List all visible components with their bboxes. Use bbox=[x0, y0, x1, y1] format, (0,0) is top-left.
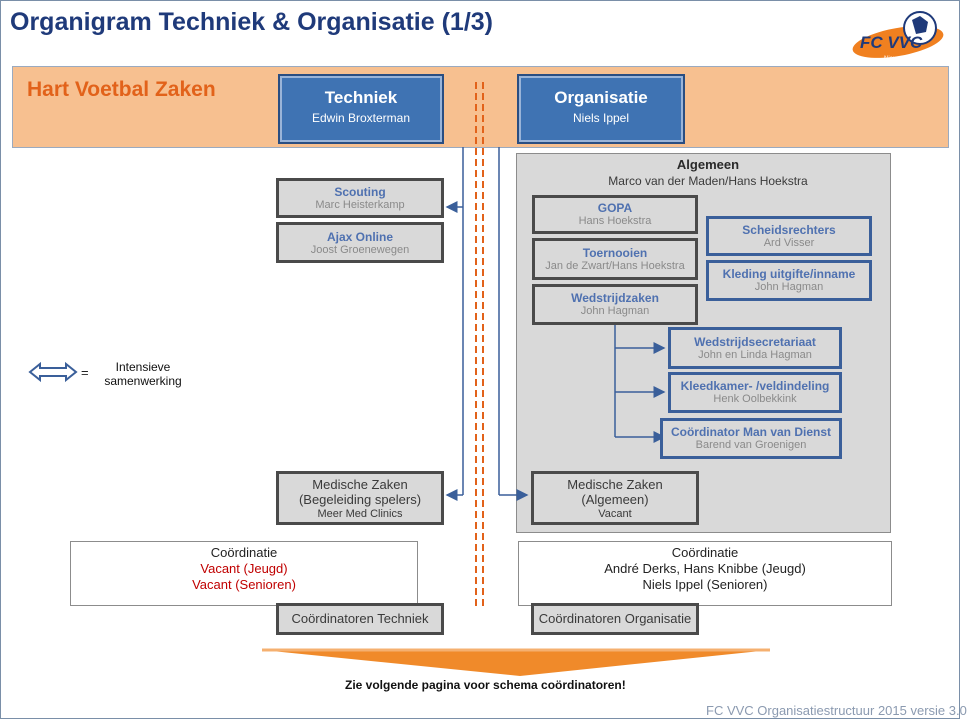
band-label: Hart Voetbal Zaken bbox=[27, 78, 216, 101]
coord-organisatie-label: Coördinatoren Organisatie bbox=[538, 611, 692, 626]
coord-right-line2: Niels Ippel (Senioren) bbox=[642, 577, 768, 592]
gopa-box[interactable]: GOPA Hans Hoekstra bbox=[532, 195, 698, 234]
scouting-box[interactable]: Scouting Marc Heisterkamp bbox=[276, 178, 444, 218]
legend-equals: = bbox=[81, 365, 89, 380]
wedstrijdsecretariaat-name: John en Linda Hagman bbox=[698, 349, 812, 361]
ajax-online-name: Joost Groenewegen bbox=[310, 244, 410, 256]
kleedkamer-title: Kleedkamer- /veldindeling bbox=[680, 379, 830, 393]
techniek-box[interactable]: Techniek Edwin Broxterman bbox=[278, 74, 444, 144]
logo-subtext: Nieuw-Vennep bbox=[884, 56, 924, 62]
coordinatoren-organisatie-box[interactable]: Coördinatoren Organisatie bbox=[531, 603, 699, 635]
mvd-name: Barend van Groenigen bbox=[695, 439, 807, 451]
algemeen-header: Algemeen Marco van der Maden/Hans Hoekst… bbox=[530, 157, 886, 188]
scheidsrechters-box[interactable]: Scheidsrechters Ard Visser bbox=[706, 216, 872, 256]
techniek-title: Techniek bbox=[324, 88, 398, 107]
toernooien-box[interactable]: Toernooien Jan de Zwart/Hans Hoekstra bbox=[532, 238, 698, 280]
med-spelers-line2: (Begeleiding spelers) bbox=[298, 492, 422, 507]
ajax-online-box[interactable]: Ajax Online Joost Groenewegen bbox=[276, 222, 444, 263]
med-spelers-name: Meer Med Clinics bbox=[317, 508, 403, 520]
legend-text: Intensieve samenwerking bbox=[104, 360, 182, 388]
coord-left-title: Coördinatie bbox=[210, 545, 278, 560]
scouting-name: Marc Heisterkamp bbox=[315, 199, 405, 211]
kleding-title: Kleding uitgifte/inname bbox=[722, 267, 856, 281]
wedstrijdzaken-box[interactable]: Wedstrijdzaken John Hagman bbox=[532, 284, 698, 325]
coord-left-line1: Vacant (Jeugd) bbox=[200, 561, 288, 576]
funnel-arrow bbox=[262, 650, 770, 676]
scheidsrechters-title: Scheidsrechters bbox=[742, 223, 836, 237]
coordinatie-right-box[interactable]: Coördinatie André Derks, Hans Knibbe (Je… bbox=[518, 541, 892, 606]
toernooien-name: Jan de Zwart/Hans Hoekstra bbox=[545, 260, 685, 272]
med-algemeen-line1: Medische Zaken bbox=[567, 477, 663, 492]
club-logo: FC VVC Nieuw-Vennep bbox=[852, 11, 944, 62]
medische-zaken-spelers-box[interactable]: Medische Zaken (Begeleiding spelers) Mee… bbox=[276, 471, 444, 525]
footer-version: FC VVC Organisatiestructuur 2015 versie … bbox=[706, 703, 967, 718]
techniek-name: Edwin Broxterman bbox=[311, 111, 411, 125]
toernooien-title: Toernooien bbox=[582, 246, 648, 260]
coord-techniek-label: Coördinatoren Techniek bbox=[291, 611, 429, 626]
med-algemeen-name: Vacant bbox=[598, 508, 632, 520]
wedstrijdzaken-title: Wedstrijdzaken bbox=[571, 291, 659, 305]
coordinatoren-techniek-box[interactable]: Coördinatoren Techniek bbox=[276, 603, 444, 635]
wedstrijdzaken-name: John Hagman bbox=[580, 305, 650, 317]
kleding-name: John Hagman bbox=[754, 281, 824, 293]
kleding-box[interactable]: Kleding uitgifte/inname John Hagman bbox=[706, 260, 872, 301]
scheidsrechters-name: Ard Visser bbox=[763, 237, 815, 249]
gopa-title: GOPA bbox=[597, 201, 633, 215]
ajax-online-title: Ajax Online bbox=[326, 230, 394, 244]
kleedkamer-box[interactable]: Kleedkamer- /veldindeling Henk Oolbekkin… bbox=[668, 372, 842, 413]
med-algemeen-line2: (Algemeen) bbox=[581, 492, 649, 507]
man-van-dienst-box[interactable]: Coördinator Man van Dienst Barend van Gr… bbox=[660, 418, 842, 459]
coordinatie-left-box[interactable]: Coördinatie Vacant (Jeugd) Vacant (Senio… bbox=[70, 541, 418, 606]
coord-left-line2: Vacant (Senioren) bbox=[192, 577, 296, 592]
coord-right-title: Coördinatie bbox=[671, 545, 739, 560]
hart-voetbal-zaken-band bbox=[12, 66, 949, 148]
gopa-name: Hans Hoekstra bbox=[578, 215, 652, 227]
scouting-title: Scouting bbox=[334, 185, 386, 199]
wedstrijdsecretariaat-title: Wedstrijdsecretariaat bbox=[694, 335, 816, 349]
organisatie-box[interactable]: Organisatie Niels Ippel bbox=[517, 74, 685, 144]
logo-text: FC VVC bbox=[860, 33, 923, 52]
footer-note: Zie volgende pagina voor schema coördina… bbox=[345, 678, 626, 692]
organisatie-title: Organisatie bbox=[554, 88, 648, 107]
double-arrow-icon bbox=[28, 361, 78, 383]
mvd-title: Coördinator Man van Dienst bbox=[670, 425, 831, 439]
kleedkamer-name: Henk Oolbekkink bbox=[713, 393, 797, 405]
medische-zaken-algemeen-box[interactable]: Medische Zaken (Algemeen) Vacant bbox=[531, 471, 699, 525]
wedstrijdsecretariaat-box[interactable]: Wedstrijdsecretariaat John en Linda Hagm… bbox=[668, 327, 842, 369]
med-spelers-line1: Medische Zaken bbox=[312, 477, 408, 492]
organisatie-name: Niels Ippel bbox=[572, 111, 630, 125]
coord-right-line1: André Derks, Hans Knibbe (Jeugd) bbox=[604, 561, 806, 576]
page-title: Organigram Techniek & Organisatie (1/3) bbox=[10, 8, 494, 36]
algemeen-title: Algemeen bbox=[676, 157, 740, 172]
algemeen-names: Marco van der Maden/Hans Hoekstra bbox=[608, 174, 808, 188]
